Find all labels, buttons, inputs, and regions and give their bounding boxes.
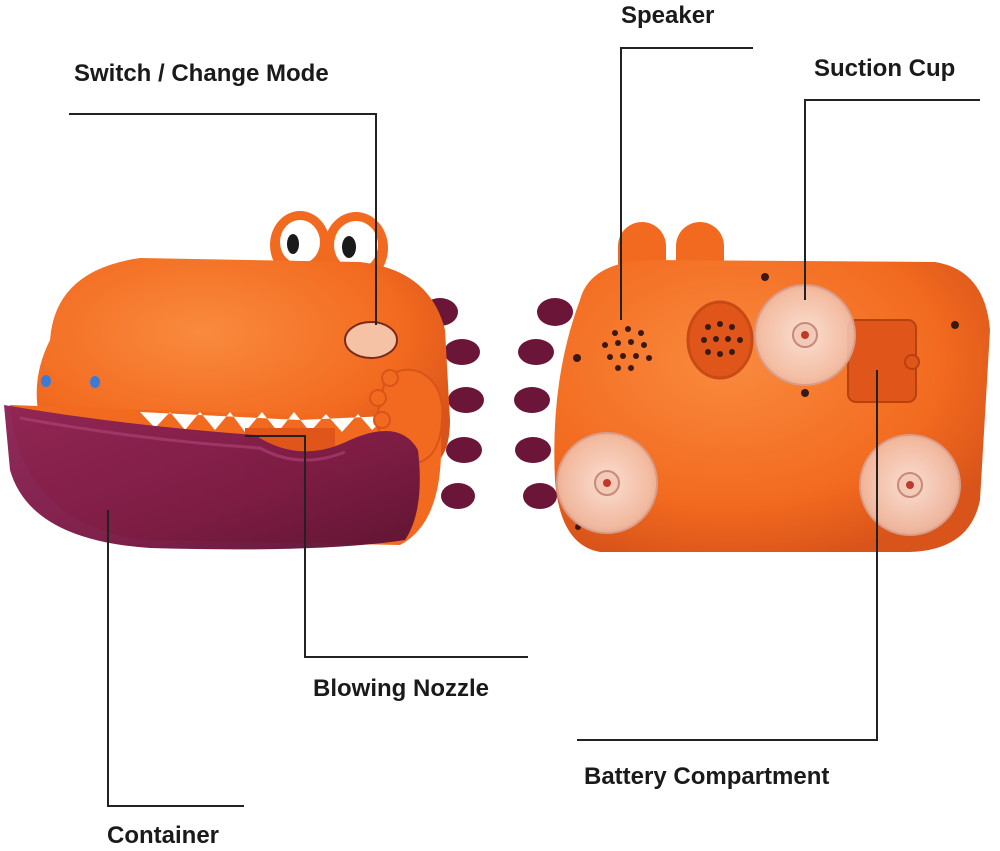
suction-cup-top: [754, 284, 856, 386]
leader-container: [107, 510, 244, 807]
nostril-left-icon: [41, 375, 51, 387]
leader-nozzle: [245, 435, 528, 658]
nostril-right-icon: [90, 376, 100, 388]
speaker-grille-icon: [602, 326, 652, 371]
leader-switch: [69, 113, 377, 325]
suction-cup-bottom-right: [859, 434, 961, 536]
screw-holes: [573, 273, 959, 530]
toy-back-spikes: [514, 298, 573, 509]
speaker-module: [686, 300, 754, 380]
toy-front-view: [4, 211, 484, 550]
blowing-nozzle-label: Blowing Nozzle: [313, 675, 489, 702]
suction-cup-bottom-left: [556, 432, 658, 534]
toy-back-view: [514, 222, 990, 552]
toy-front-teeth: [140, 412, 388, 432]
leader-battery: [577, 370, 878, 741]
leader-suction-cup: [804, 99, 980, 300]
leader-lines: [69, 47, 980, 807]
suction-cup-label: Suction Cup: [814, 55, 956, 82]
container-label: Container: [107, 822, 220, 849]
switch-button[interactable]: [344, 321, 398, 359]
speaker-label: Speaker: [621, 2, 715, 29]
leader-speaker: [620, 47, 753, 320]
battery-compartment-label: Battery Compartment: [584, 763, 830, 790]
switch-label: Switch / Change Mode: [74, 60, 329, 87]
